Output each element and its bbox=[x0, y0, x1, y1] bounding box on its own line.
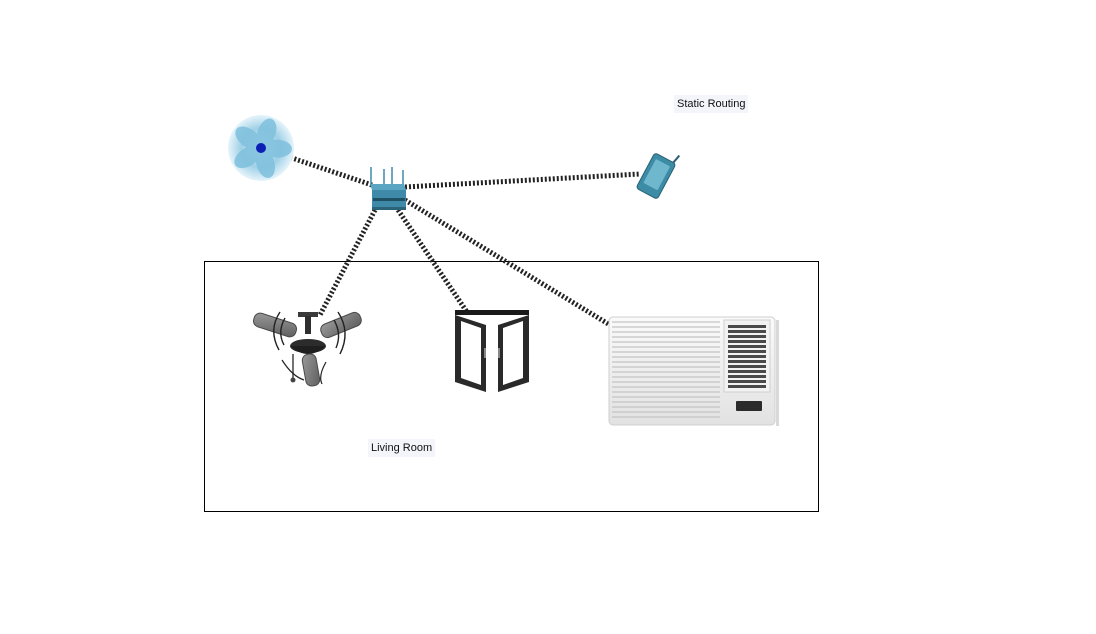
living-room-area bbox=[204, 261, 819, 512]
window-icon[interactable] bbox=[455, 310, 529, 392]
link-router-smartphone[interactable] bbox=[404, 171, 641, 190]
air-conditioner-icon[interactable] bbox=[608, 316, 779, 426]
link-router-air-conditioner[interactable] bbox=[403, 197, 612, 328]
link-router-window[interactable] bbox=[395, 208, 470, 314]
ceiling-fan-icon[interactable] bbox=[252, 311, 363, 387]
static-routing-label: Static Routing bbox=[674, 95, 749, 113]
link-router-wind-fan[interactable] bbox=[291, 155, 373, 188]
wireless-links bbox=[291, 155, 641, 328]
ac-display-panel bbox=[736, 401, 762, 411]
wireless-router-icon[interactable] bbox=[370, 167, 406, 210]
ac-vent-grille bbox=[728, 325, 766, 388]
smartphone-icon[interactable] bbox=[636, 145, 681, 200]
wind-fan-icon[interactable] bbox=[228, 115, 294, 181]
living-room-label: Living Room bbox=[368, 439, 436, 457]
link-router-ceiling-fan[interactable] bbox=[317, 208, 378, 317]
